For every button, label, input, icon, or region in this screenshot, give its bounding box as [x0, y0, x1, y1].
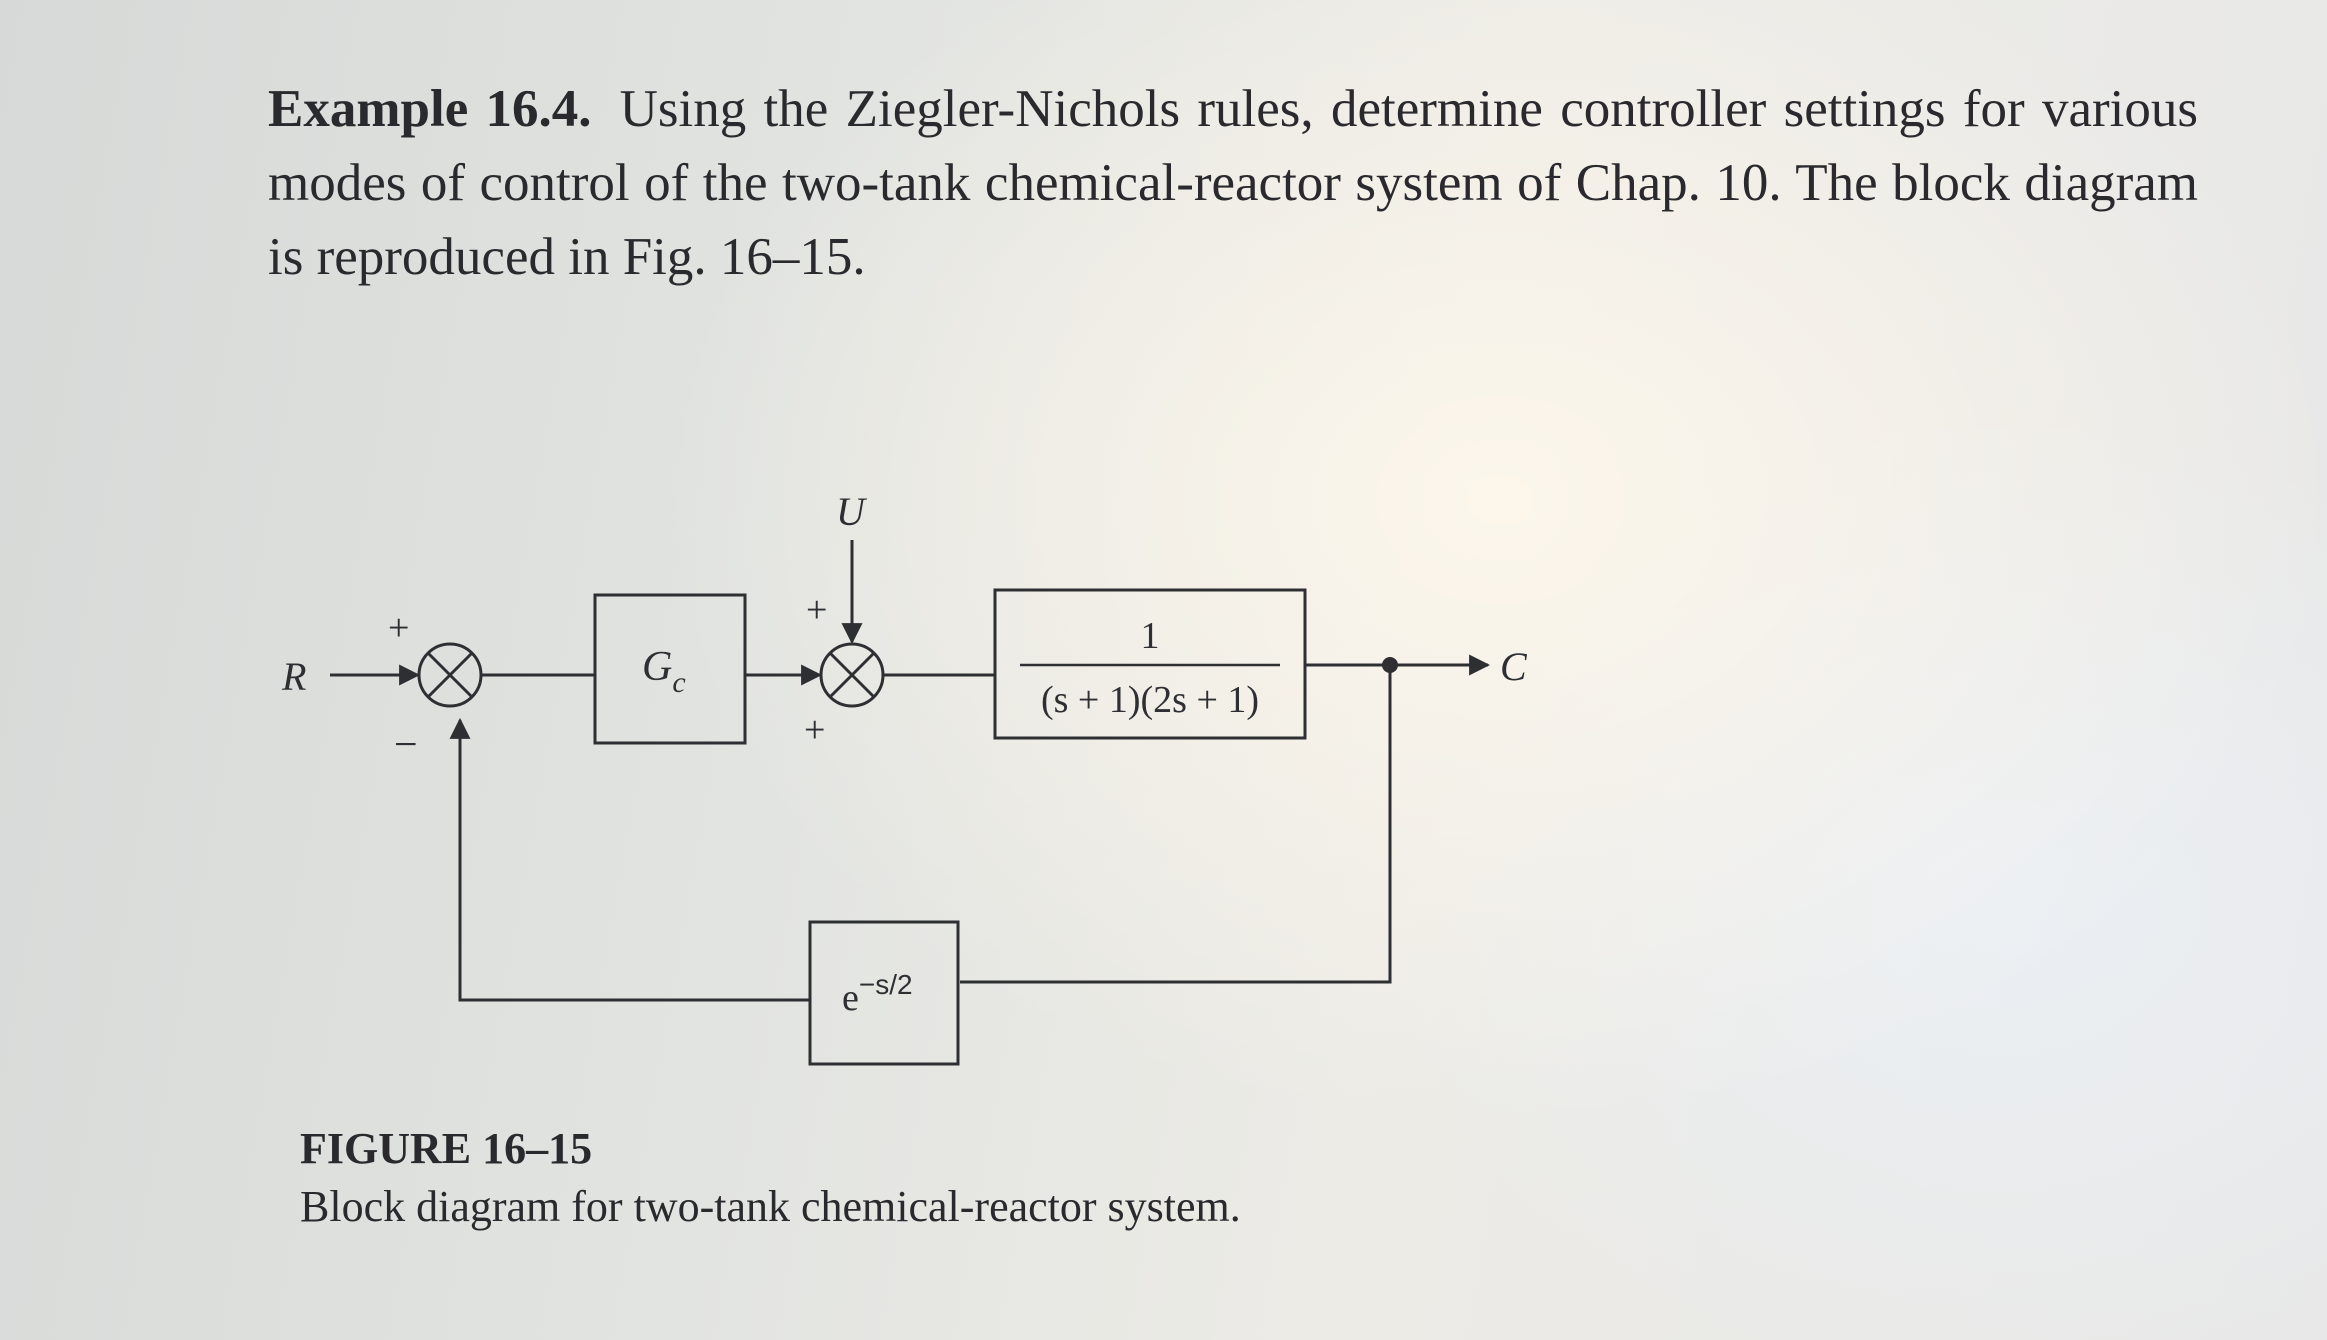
feedback-path-left [449, 717, 810, 1002]
figure-caption: FIGURE 16–15 Block diagram for two-tank … [300, 1120, 1500, 1236]
process-denominator: (s + 1)(2s + 1) [1041, 679, 1259, 721]
figure-caption-text: Block diagram for two-tank chemical-reac… [300, 1182, 1241, 1231]
example-label: Example 16.4. [268, 80, 592, 138]
feedback-path-right [960, 665, 1392, 984]
summing-junction-2 [819, 642, 885, 708]
sum2-plus-left-sign: + [804, 709, 825, 751]
sum2-plus-top-sign: + [806, 589, 827, 631]
controller-block [593, 593, 747, 745]
example-text: Using the Ziegler-Nichols rules, determi… [268, 80, 2198, 286]
delay-block [808, 920, 960, 1066]
controller-label: Gc [642, 644, 686, 699]
sum1-plus-sign: + [388, 607, 409, 649]
process-numerator: 1 [1141, 615, 1160, 657]
figure-title: FIGURE 16–15 [300, 1124, 593, 1173]
example-paragraph: Example 16.4.Using the Ziegler-Nichols r… [268, 72, 2198, 294]
block-diagram: R C U + − + + Gc 1 (s + 1)(2s + 1) e−s/2 [281, 489, 1528, 1066]
output-label: C [1500, 644, 1528, 689]
input-label: R [281, 654, 306, 699]
takeoff-point [1382, 657, 1398, 673]
disturbance-label: U [836, 489, 868, 534]
sum1-minus-sign: − [394, 722, 418, 768]
delay-label: e−s/2 [842, 969, 913, 1019]
summing-junction-1 [417, 642, 483, 708]
